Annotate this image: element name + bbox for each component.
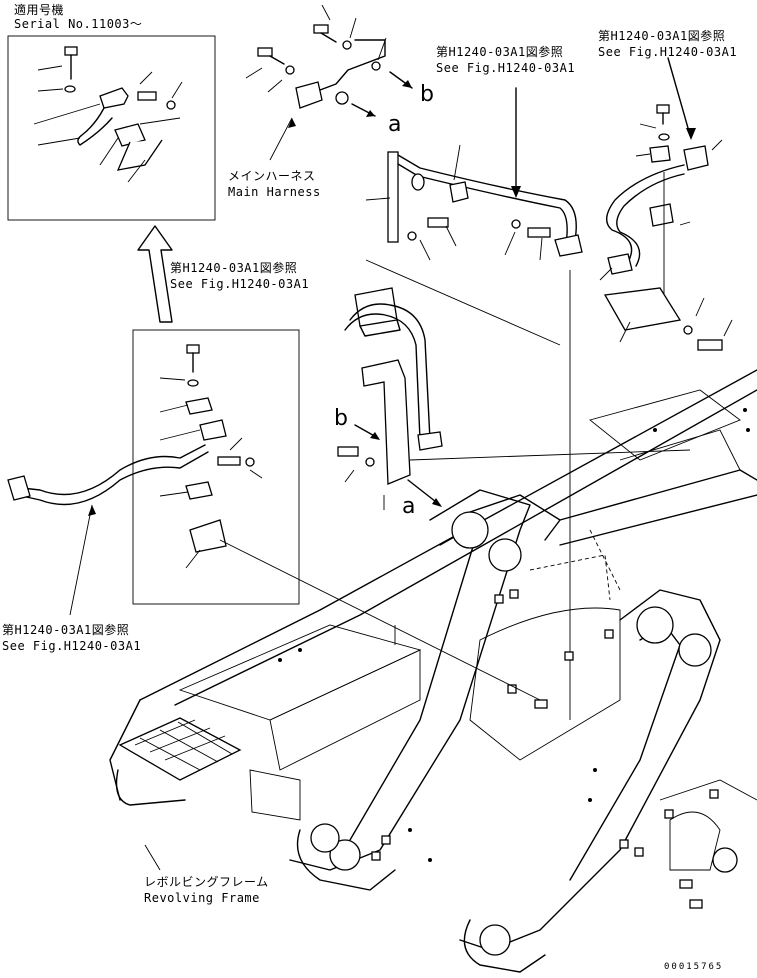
ref-top-right-jp: 第H1240-03A1図参照 — [598, 29, 726, 43]
bracket-middle — [337, 287, 691, 510]
ref-mid-en: See Fig.H1240-03A1 — [170, 277, 310, 291]
callout-letter-b-mid: b — [334, 406, 348, 431]
harness-label-en: Main Harness — [228, 185, 321, 199]
callout-letter-b-top: b — [420, 82, 434, 107]
ref-top-mid-jp: 第H1240-03A1図参照 — [436, 45, 564, 59]
catalog-number: 00015765 — [664, 962, 724, 972]
inset-detail-box — [7, 35, 216, 221]
revolving-frame — [109, 369, 757, 973]
frame-label-jp: レボルビングフレーム — [144, 875, 269, 889]
ref-top-right-en: See Fig.H1240-03A1 — [598, 45, 738, 59]
callout-letter-a-top: a — [388, 112, 402, 137]
callout-letter-a-mid: a — [402, 494, 416, 519]
arrow-up-icon — [137, 225, 173, 323]
ref-mid-jp: 第H1240-03A1図参照 — [170, 261, 298, 275]
ref-left-en: See Fig.H1240-03A1 — [2, 639, 142, 653]
ref-top-mid-en: See Fig.H1240-03A1 — [436, 61, 576, 75]
frame-label-en: Revolving Frame — [144, 891, 260, 905]
harness-label-jp: メインハーネス — [228, 169, 316, 183]
inset-serial-label: Serial No.11003～ — [14, 17, 143, 31]
pipe-assembly-center — [365, 87, 583, 720]
pipe-assembly-right — [599, 57, 733, 351]
lower-detail-box — [7, 329, 300, 616]
harness-bracket-group — [245, 4, 413, 161]
inset-applicable-label: 適用号機 — [14, 3, 65, 17]
ref-left-jp: 第H1240-03A1図参照 — [2, 623, 130, 637]
